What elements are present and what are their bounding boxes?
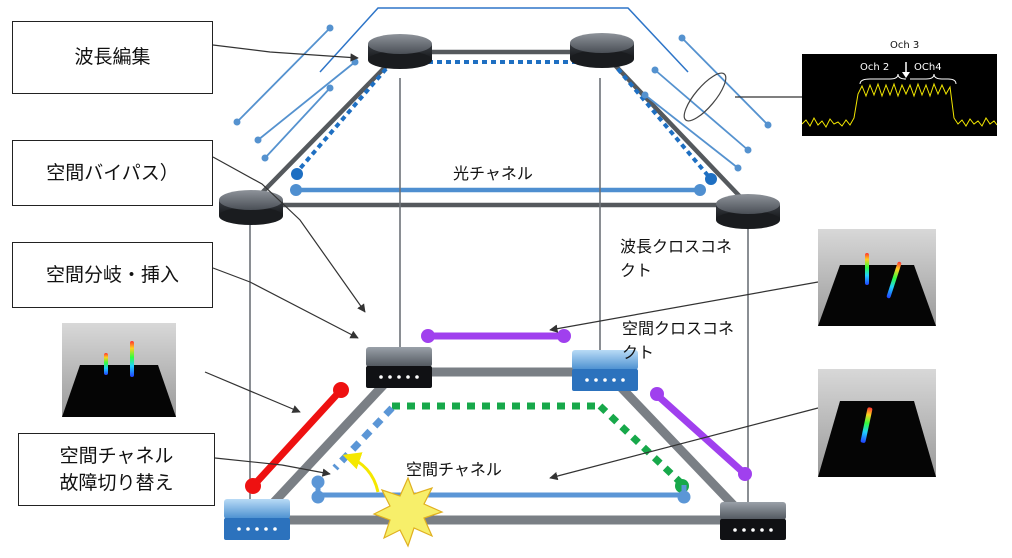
disc-node-top-right <box>570 33 634 68</box>
vertical-links <box>249 78 749 505</box>
disc-node-mid-left <box>219 190 283 225</box>
wavelength-lines-left-dots <box>233 24 359 162</box>
spatial-channel-end-left <box>311 475 325 489</box>
spectrum-label-och4: OCh4 <box>914 62 942 73</box>
spectrum-inset: Och 3 Och 2 OCh4 <box>801 40 998 136</box>
callout-arrows <box>204 44 819 481</box>
switch-arrow <box>342 452 380 493</box>
box-spatial-add-drop-text: 空間分岐・挿入 <box>45 263 179 286</box>
spatial-channel-line <box>315 482 687 498</box>
switch-node-top-left <box>366 347 432 388</box>
upper-dotted-path <box>295 60 712 180</box>
purple-link-top-end-right <box>557 329 571 343</box>
wavelength-lines-left <box>236 27 356 159</box>
switch-node-bottom-left <box>224 499 290 540</box>
dotted-path-end-right <box>705 173 717 185</box>
box-spatial-channel-switch-text: 空間チャネル 故障切り替え <box>59 444 174 494</box>
label-wavelength-cross-connect: 波長クロスコネクト <box>620 237 733 280</box>
label-spatial-cross-connect: 空間クロスコネクト <box>622 319 735 362</box>
disc-node-top-left <box>368 34 432 69</box>
red-link-end-bottom <box>245 478 261 494</box>
purple-link-right-end-bottom <box>738 467 752 481</box>
spectrum-label-och3: Och 3 <box>890 40 920 51</box>
blue-dotted-path <box>332 405 395 471</box>
wavelength-group-ellipse <box>683 72 727 122</box>
purple-link-right <box>654 392 748 477</box>
box-wavelength-edit-text: 波長編集 <box>74 46 151 68</box>
purple-link-top-end-left <box>421 329 435 343</box>
box-wavelength-edit: 波長編集 <box>12 21 213 94</box>
spatial-channel-end-left2 <box>311 490 325 504</box>
switch-node-bottom-right <box>720 502 786 540</box>
box-spatial-bypass-text: 空間バイパス） <box>46 161 179 184</box>
wavelength-lines-right-dots <box>641 34 772 172</box>
lower-ring <box>258 367 744 525</box>
switch-node-top-right <box>572 350 638 391</box>
box-spatial-channel-switch: 空間チャネル 故障切り替え <box>18 433 215 506</box>
green-dotted-path <box>392 402 683 485</box>
red-link <box>251 387 344 488</box>
red-link-end-top <box>333 382 349 398</box>
box-spatial-add-drop: 空間分岐・挿入 <box>12 242 213 308</box>
beam-image-left <box>62 323 176 417</box>
disc-node-mid-right <box>716 194 780 229</box>
label-spatial-channel: 空間チャネル <box>406 460 502 479</box>
box-spatial-bypass: 空間バイパス） <box>12 140 213 206</box>
spectrum-label-och2: Och 2 <box>860 62 890 73</box>
outer-fiber-line <box>319 7 689 73</box>
spectrum-trace <box>801 62 998 128</box>
optical-channel-end-left <box>290 184 302 196</box>
spatial-channel-end-right <box>677 490 691 504</box>
beam-image-top-right <box>818 229 936 326</box>
dotted-path-end-left <box>291 168 303 180</box>
fault-burst-icon <box>372 476 444 548</box>
purple-link-right-end-top <box>650 387 664 401</box>
beam-image-bottom-right <box>818 369 936 477</box>
optical-channel-end-right <box>694 184 706 196</box>
label-optical-channel: 光チャネル <box>453 164 533 183</box>
